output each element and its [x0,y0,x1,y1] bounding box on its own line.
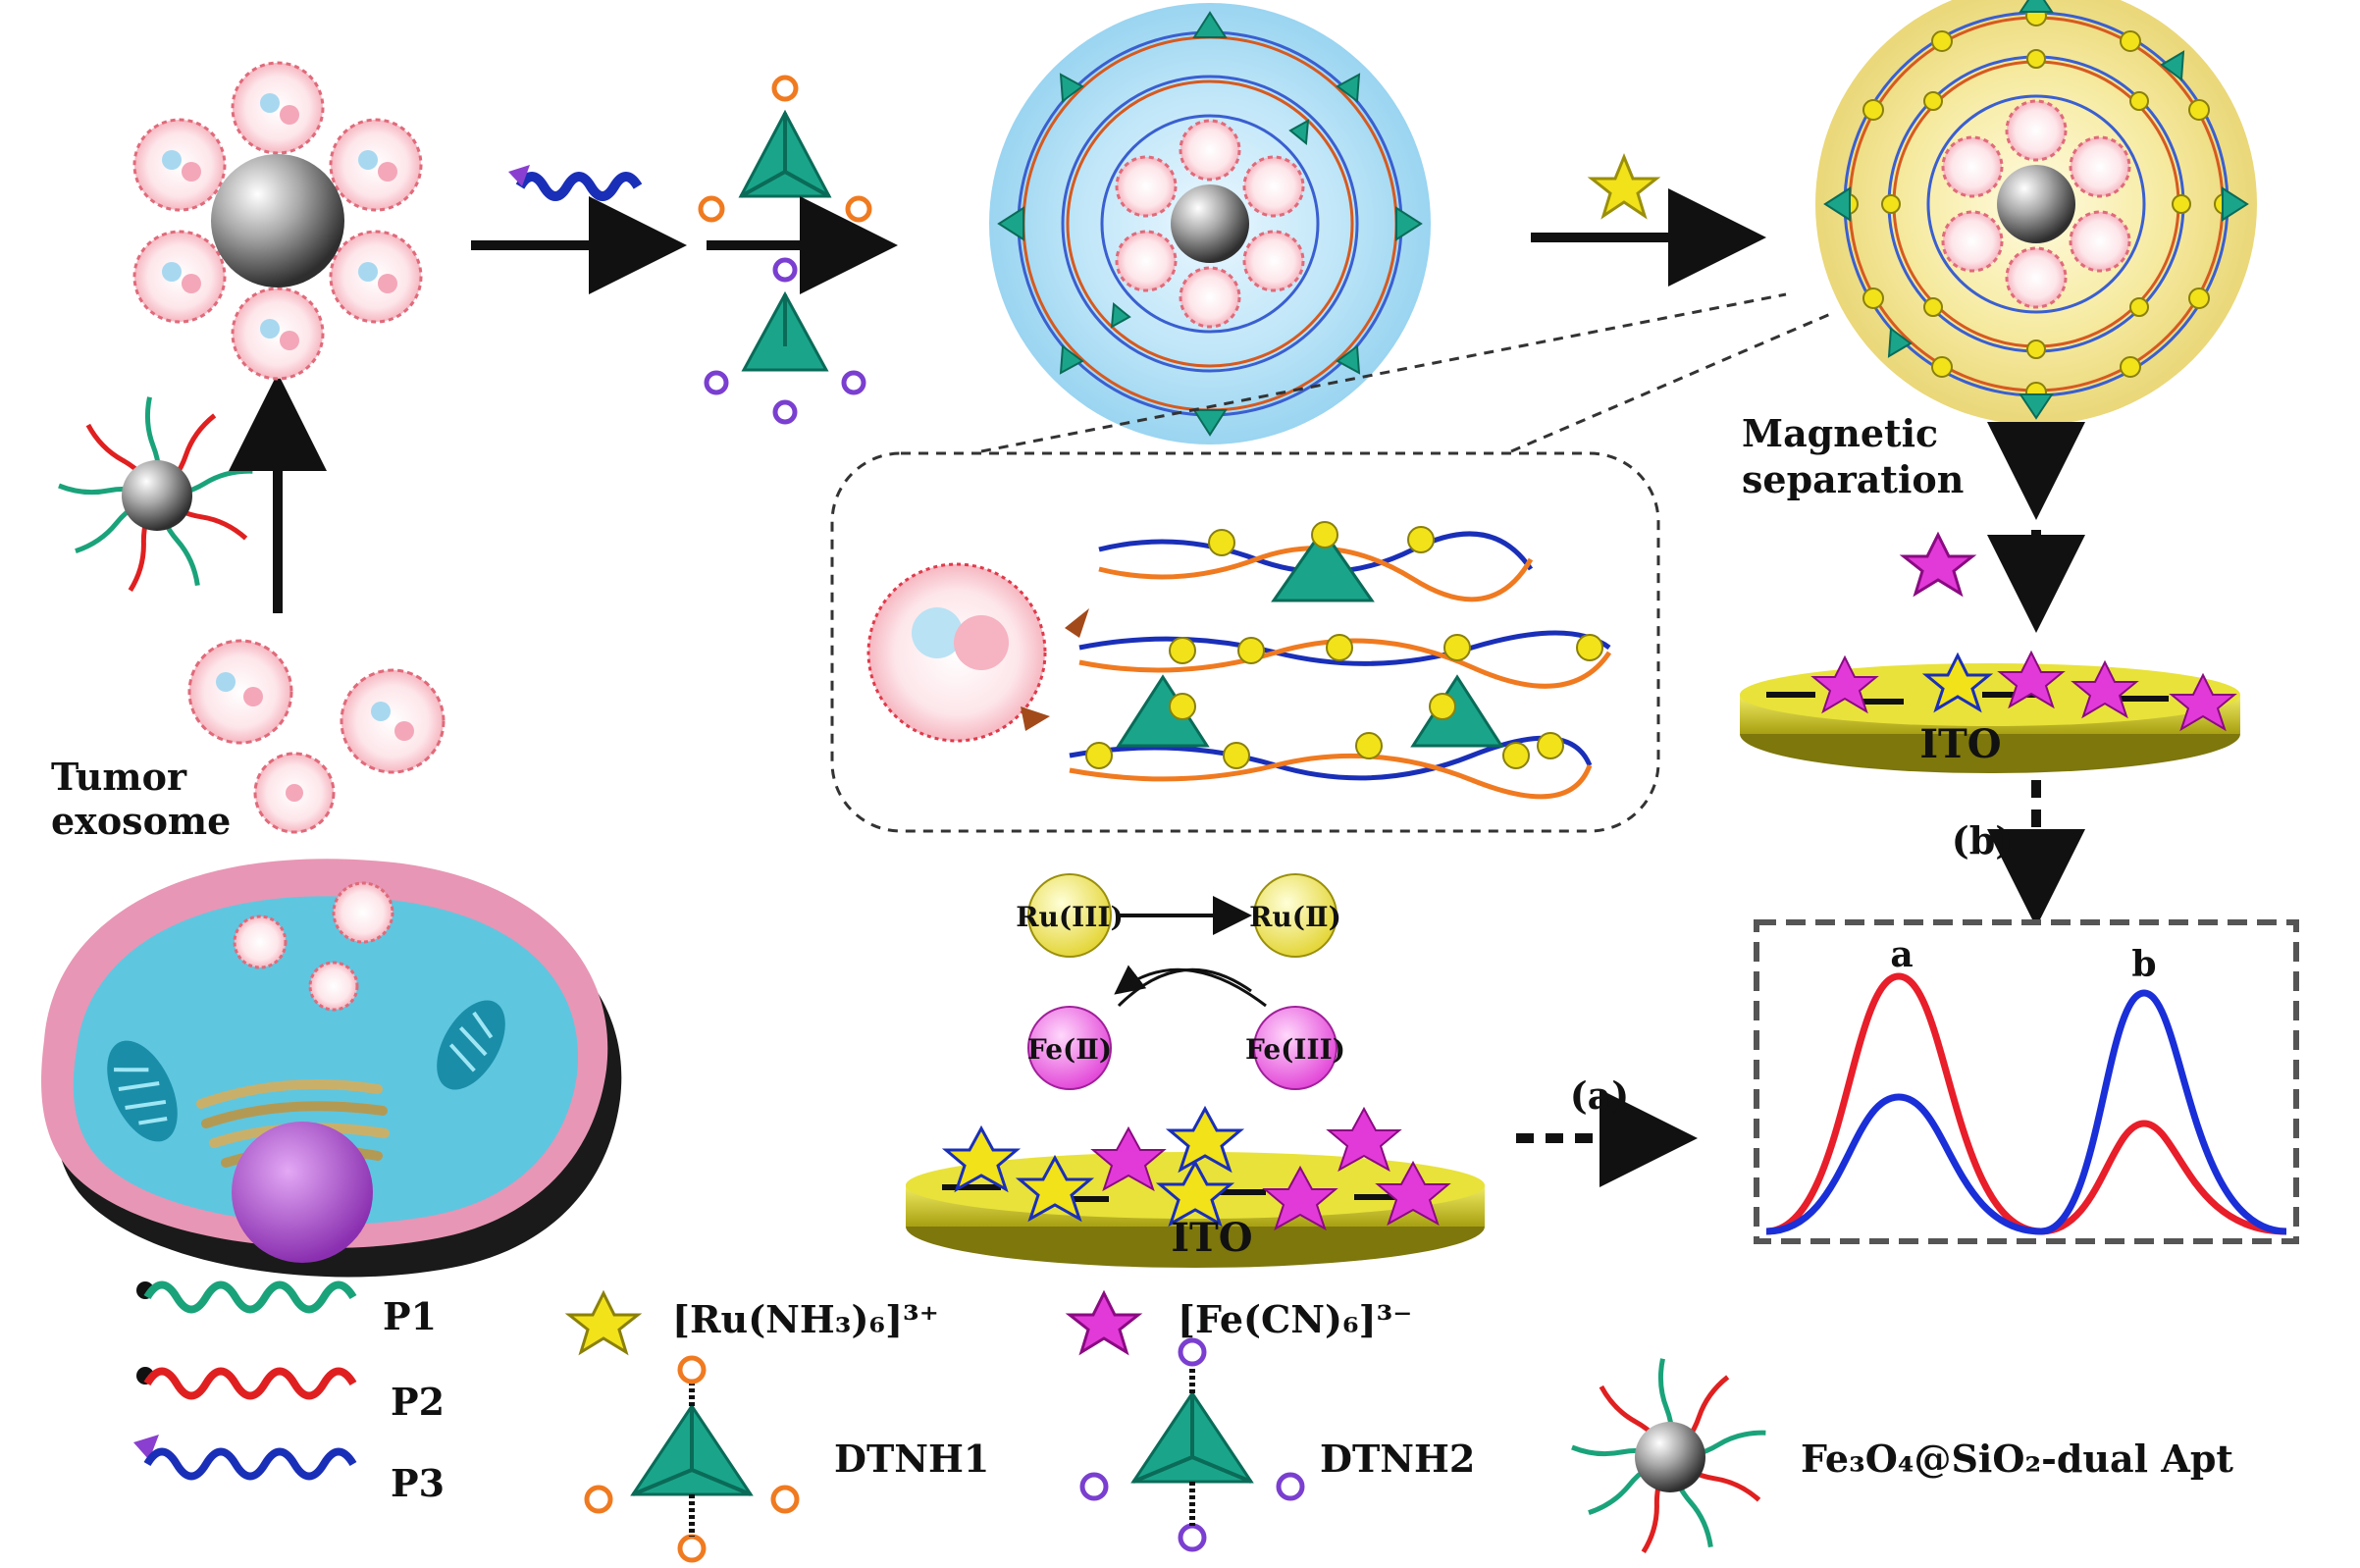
tetrahedron-icon [1079,1337,1305,1552]
redox-cycle: Ru(III) Ru(Ⅱ) Fe(Ⅱ) Fe(III) [1016,873,1345,1090]
nucleus-icon [232,1122,373,1263]
mitochondrion-icon [437,1000,505,1090]
curve-red [1765,972,2287,1235]
ru2-circle [1253,873,1337,958]
ru3-label: Ru(III) [1016,901,1123,933]
ru-star-addition [1587,153,1661,220]
peak-b-label: b [2131,944,2156,985]
sphere-icon [122,460,192,531]
zoom-line-right [1510,310,1836,453]
ito-label-top: ITO [1919,721,2001,767]
tetrahedron-icon [584,1355,800,1563]
zoom-inset [830,451,1660,833]
fe-star-addition [1899,531,1977,598]
fe2-label: Fe(Ⅱ) [1027,1033,1112,1066]
legend-dtnh2: DTNH2 [1079,1337,1475,1552]
legend-dtnh1-label: DTNH1 [834,1437,989,1481]
ru3-circle [1027,873,1112,958]
legend-p1-label: P1 [383,1294,437,1338]
peak-a-label: a [1890,934,1913,975]
legend: P1 P2 P3 [Ru(NH₃)₆]³⁺ [Fe(CN)₆]³⁻ [133,1281,2233,1563]
magnetic-label-line2: separation [1742,457,1964,501]
zoom-line-left [980,292,1787,453]
fe3-label: Fe(III) [1245,1033,1345,1066]
step-b-label: (b) [1952,818,2014,862]
legend-fe-label: [Fe(CN)₆]³⁻ [1178,1297,1412,1341]
legend-nanoparticle: Fe₃O₄@SiO₂-dual Apt [1571,1358,2233,1554]
tumor-exosome-label-line2: exosome [51,799,231,843]
ru-loaded-network [1815,0,2257,425]
legend-p2-label: P2 [391,1380,445,1424]
sphere-icon [211,154,344,287]
step-a-label: (a) [1570,1073,1630,1118]
legend-p1: P1 [136,1281,437,1338]
p3-strand-addition [508,165,643,201]
dna-network-assembly [989,3,1431,444]
nanoparticle-exosome-complex [132,61,423,381]
internal-exosome [233,881,394,1012]
legend-dtnh1: DTNH1 [584,1355,989,1563]
magnetic-label-line1: Magnetic [1742,411,1938,455]
tumor-exosome-label-line1: Tumor [51,755,187,799]
fe2-circle [1027,1006,1112,1090]
star-icon [1065,1289,1143,1356]
ru2-label: Ru(Ⅱ) [1249,901,1341,933]
legend-p3: P3 [133,1435,445,1505]
ito-label-bottom: ITO [1171,1215,1252,1261]
legend-p2: P2 [136,1367,445,1424]
legend-dtnh2-label: DTNH2 [1320,1437,1475,1481]
legend-p3-label: P3 [391,1461,445,1505]
legend-ru: [Ru(NH₃)₆]³⁺ [564,1289,939,1356]
aptamer-nanoparticle [58,396,253,593]
ito-electrode-top [1740,650,2240,773]
curve-blue [1765,989,2287,1235]
ito-electrode-bottom [906,1105,1485,1268]
dtnh2-small [704,257,866,425]
free-exosomes [187,639,446,834]
signal-plot: a b [1754,919,2299,1244]
legend-nanoparticle-label: Fe₃O₄@SiO₂-dual Apt [1801,1437,2233,1481]
legend-ru-label: [Ru(NH₃)₆]³⁺ [672,1297,939,1341]
legend-fe: [Fe(CN)₆]³⁻ [1065,1289,1412,1356]
dtnh1-small [698,75,872,223]
mitochondrion-icon [107,1040,178,1142]
tumor-cell [41,859,622,1278]
sphere-icon [1635,1422,1705,1492]
star-icon [564,1289,643,1356]
fe3-circle [1253,1006,1337,1090]
